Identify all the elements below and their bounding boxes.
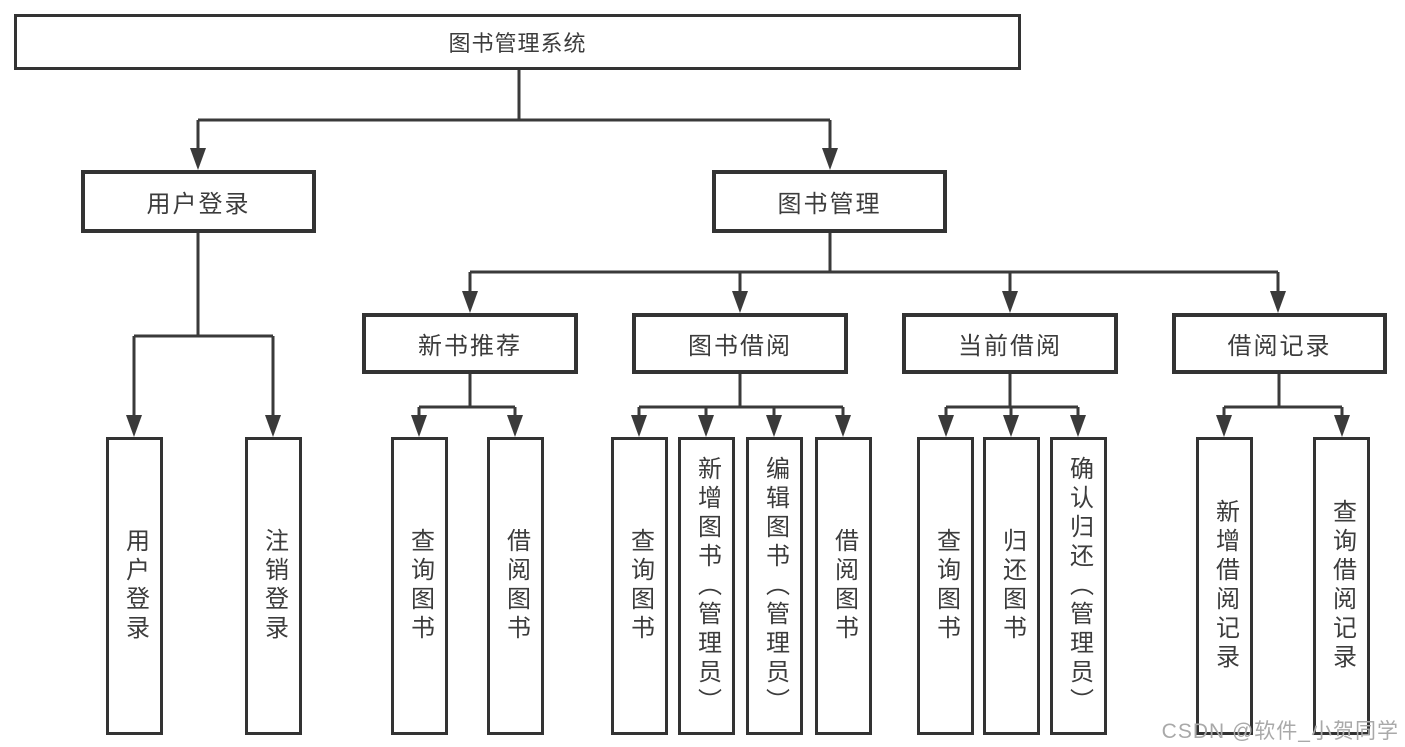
leaf-return-books: 归还图书	[983, 437, 1040, 735]
leaf-query-borrow-record: 查询借阅记录	[1313, 437, 1370, 735]
node-new-book-recommend: 新书推荐	[362, 313, 578, 374]
node-book-management: 图书管理	[712, 170, 947, 233]
node-user-login: 用户登录	[81, 170, 316, 233]
node-borrow-records: 借阅记录	[1172, 313, 1387, 374]
node-current-borrow: 当前借阅	[902, 313, 1118, 374]
leaf-query-books-borrow: 查询图书	[611, 437, 668, 735]
leaf-borrow-books-recommend: 借阅图书	[487, 437, 544, 735]
leaf-query-books-current: 查询图书	[917, 437, 974, 735]
leaf-query-books-recommend: 查询图书	[391, 437, 448, 735]
leaf-user-login: 用户登录	[106, 437, 163, 735]
leaf-edit-books-admin: 编辑图书（管理员）	[746, 437, 803, 735]
leaf-borrow-books: 借阅图书	[815, 437, 872, 735]
arrowheads	[126, 148, 1350, 437]
node-book-borrow: 图书借阅	[632, 313, 848, 374]
leaf-add-books-admin: 新增图书（管理员）	[678, 437, 735, 735]
csdn-watermark: CSDN @软件_小贺同学	[1161, 720, 1399, 743]
node-library-management-system: 图书管理系统	[14, 14, 1021, 70]
leaf-logout: 注销登录	[245, 437, 302, 735]
leaf-add-borrow-record: 新增借阅记录	[1196, 437, 1253, 735]
leaf-confirm-return-admin: 确认归还（管理员）	[1050, 437, 1107, 735]
